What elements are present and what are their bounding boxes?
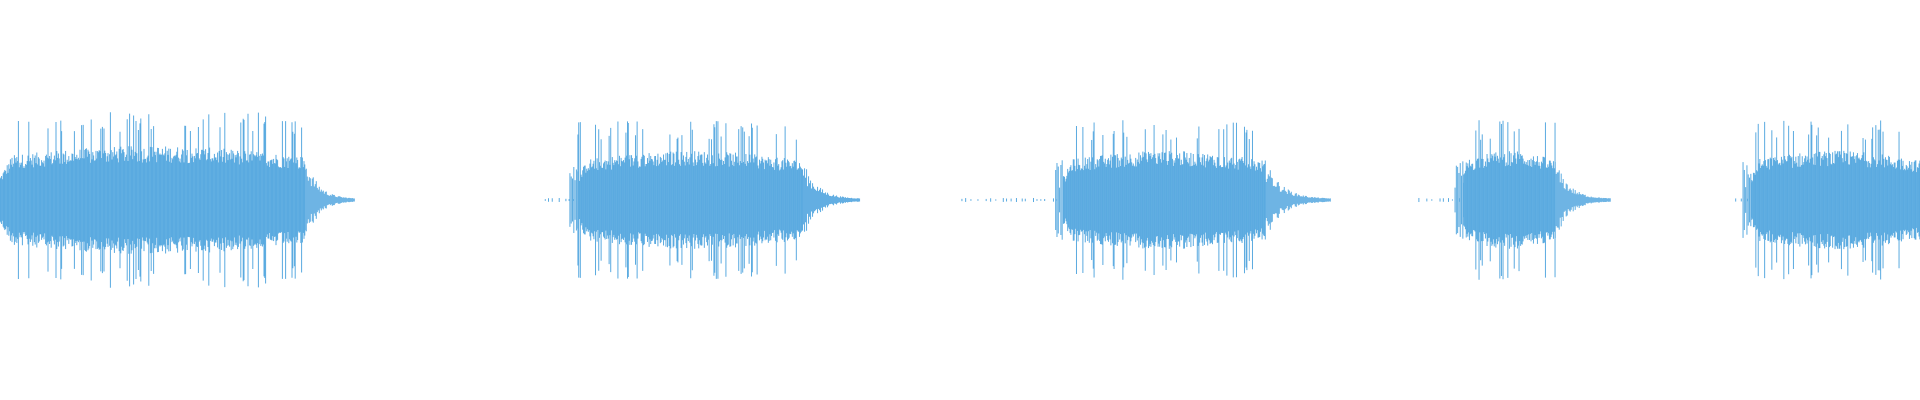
waveform-bars [0, 112, 1920, 288]
